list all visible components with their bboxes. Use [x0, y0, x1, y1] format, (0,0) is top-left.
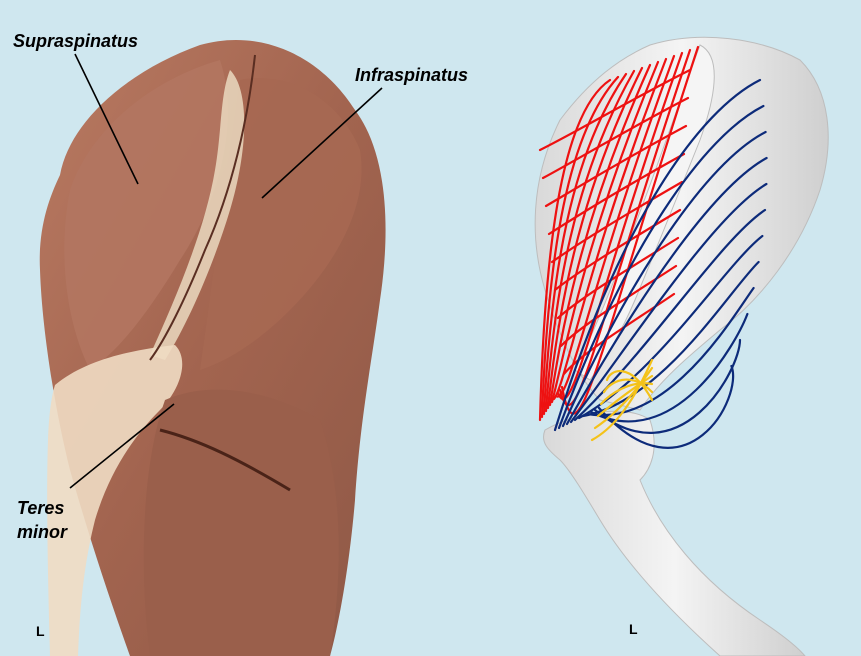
- infraspinatus-fiber: [577, 234, 764, 420]
- supraspinatus-label: Supraspinatus: [13, 31, 139, 51]
- supraspinatus-belly: [64, 60, 228, 370]
- teres-minor-fiber: [590, 358, 654, 442]
- infraspinatus-leader: [261, 87, 383, 199]
- side-marker-right: L: [629, 621, 638, 637]
- infraspinatus-fiber: [585, 286, 755, 417]
- teres-minor-fiber: [599, 382, 654, 406]
- infraspinatus-label: Infraspinatus: [355, 65, 469, 85]
- supraspinatus-fiber: [547, 152, 686, 236]
- teres-minor-label-line2: minor: [17, 522, 68, 542]
- tendon-fascia: [47, 345, 183, 656]
- teres-minor-fiber: [593, 366, 654, 430]
- supraspinatus-fiber: [553, 208, 682, 292]
- teres-minor-fibers: [590, 358, 654, 442]
- muscle-specimen-photo: [39, 39, 386, 656]
- infraspinatus-fiber: [589, 312, 749, 423]
- supraspinatus-fiber: [538, 78, 612, 422]
- infraspinatus-fiber: [597, 364, 735, 449]
- teres-minor-leader: [69, 403, 175, 489]
- side-marker-left: L: [36, 623, 45, 639]
- infraspinatus-fiber: [593, 338, 742, 434]
- supraspinatus-fiber: [548, 63, 652, 407]
- supraspinatus-fiber: [556, 236, 680, 320]
- supraspinatus-leader: [74, 53, 139, 185]
- supraspinatus-fiber: [538, 68, 692, 152]
- teres-minor-label-line1: Teres: [17, 498, 65, 518]
- supraspinatus-fiber: [546, 66, 644, 410]
- spine-fascia: [150, 70, 245, 360]
- humerus-neck: [543, 410, 806, 656]
- infraspinatus-fiber: [565, 156, 768, 426]
- infraspinatus-fibers: [553, 78, 768, 449]
- muscle-seam: [149, 54, 256, 361]
- supraspinatus-fiber: [544, 124, 688, 208]
- supraspinatus-fiber: [540, 75, 620, 419]
- supraspinatus-fiber: [544, 69, 636, 413]
- teres-minor-fiber: [596, 374, 654, 418]
- supraspinatus-fiber: [552, 57, 668, 401]
- supraspinatus-fiber: [541, 96, 690, 180]
- infraspinatus-fiber: [569, 182, 768, 424]
- dark-groove: [159, 428, 291, 492]
- infraspinatus-fiber: [557, 104, 765, 430]
- teres-minor-fiber: [605, 369, 654, 402]
- infraspinatus-fiber: [581, 260, 760, 418]
- supraspinatus-fiber: [562, 292, 676, 376]
- supraspinatus-fiber: [550, 180, 684, 264]
- teres-minor-fiber: [602, 378, 654, 394]
- teres-minor-belly: [143, 389, 339, 656]
- infraspinatus-fiber: [553, 78, 762, 432]
- infraspinatus-fiber: [561, 130, 767, 428]
